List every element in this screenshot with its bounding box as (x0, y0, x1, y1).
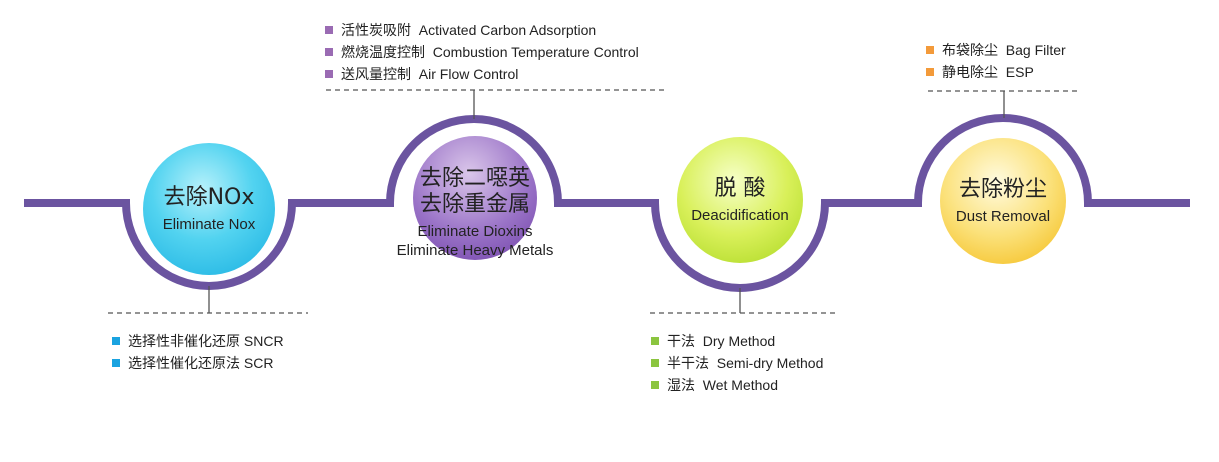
stage-nox-title-cn: 去除NOx (163, 184, 255, 210)
track-path (24, 114, 1190, 292)
list-item: 燃烧温度控制 Combustion Temperature Control (325, 42, 639, 64)
square-bullet-icon (651, 381, 659, 389)
list-item: 静电除尘 ESP (926, 62, 1066, 84)
dust-method-list: 布袋除尘 Bag Filter 静电除尘 ESP (926, 40, 1066, 84)
list-item: 布袋除尘 Bag Filter (926, 40, 1066, 62)
stage-dioxin-title-en-2: Eliminate Heavy Metals (396, 242, 554, 259)
stage-dust-title-cn: 去除粉尘 (958, 176, 1047, 202)
list-item: 活性炭吸附 Activated Carbon Adsorption (325, 20, 639, 42)
square-bullet-icon (325, 26, 333, 34)
square-bullet-icon (325, 70, 333, 78)
stage-acid-title-cn: 脱 酸 (714, 175, 766, 201)
square-bullet-icon (651, 359, 659, 367)
stage-acid-circle: 脱 酸 Deacidification (677, 137, 803, 263)
nox-method-list: 选择性非催化还原 SNCR 选择性催化还原法 SCR (112, 331, 284, 375)
stage-dust-circle: 去除粉尘 Dust Removal (940, 138, 1066, 264)
square-bullet-icon (926, 68, 934, 76)
stage-dioxin-title-cn-2: 去除重金属 (419, 192, 530, 217)
stage-dioxin-title-en-1: Eliminate Dioxins (417, 223, 533, 240)
square-bullet-icon (112, 359, 120, 367)
square-bullet-icon (651, 337, 659, 345)
list-item: 送风量控制 Air Flow Control (325, 64, 639, 86)
dioxin-method-list: 活性炭吸附 Activated Carbon Adsorption 燃烧温度控制… (325, 20, 639, 86)
list-item: 半干法 Semi-dry Method (651, 353, 823, 375)
stage-nox-title-en: Eliminate Nox (162, 215, 256, 233)
stage-acid-title-en: Deacidification (691, 206, 789, 224)
square-bullet-icon (926, 46, 934, 54)
list-item: 选择性催化还原法 SCR (112, 353, 284, 375)
list-item: 湿法 Wet Method (651, 375, 823, 397)
square-bullet-icon (325, 48, 333, 56)
list-item: 选择性非催化还原 SNCR (112, 331, 284, 353)
stage-dioxin-circle: 去除二噁英 去除重金属 (413, 136, 537, 260)
stage-dust-title-en: Dust Removal (955, 207, 1051, 225)
stage-nox-circle: 去除NOx Eliminate Nox (143, 143, 275, 275)
stage-dioxin-title-en: Eliminate Dioxins Eliminate Heavy Metals (380, 222, 570, 260)
acid-method-list: 干法 Dry Method 半干法 Semi-dry Method 湿法 Wet… (651, 331, 823, 397)
stage-dioxin-title-cn-1: 去除二噁英 (419, 166, 530, 191)
square-bullet-icon (112, 337, 120, 345)
list-item: 干法 Dry Method (651, 331, 823, 353)
